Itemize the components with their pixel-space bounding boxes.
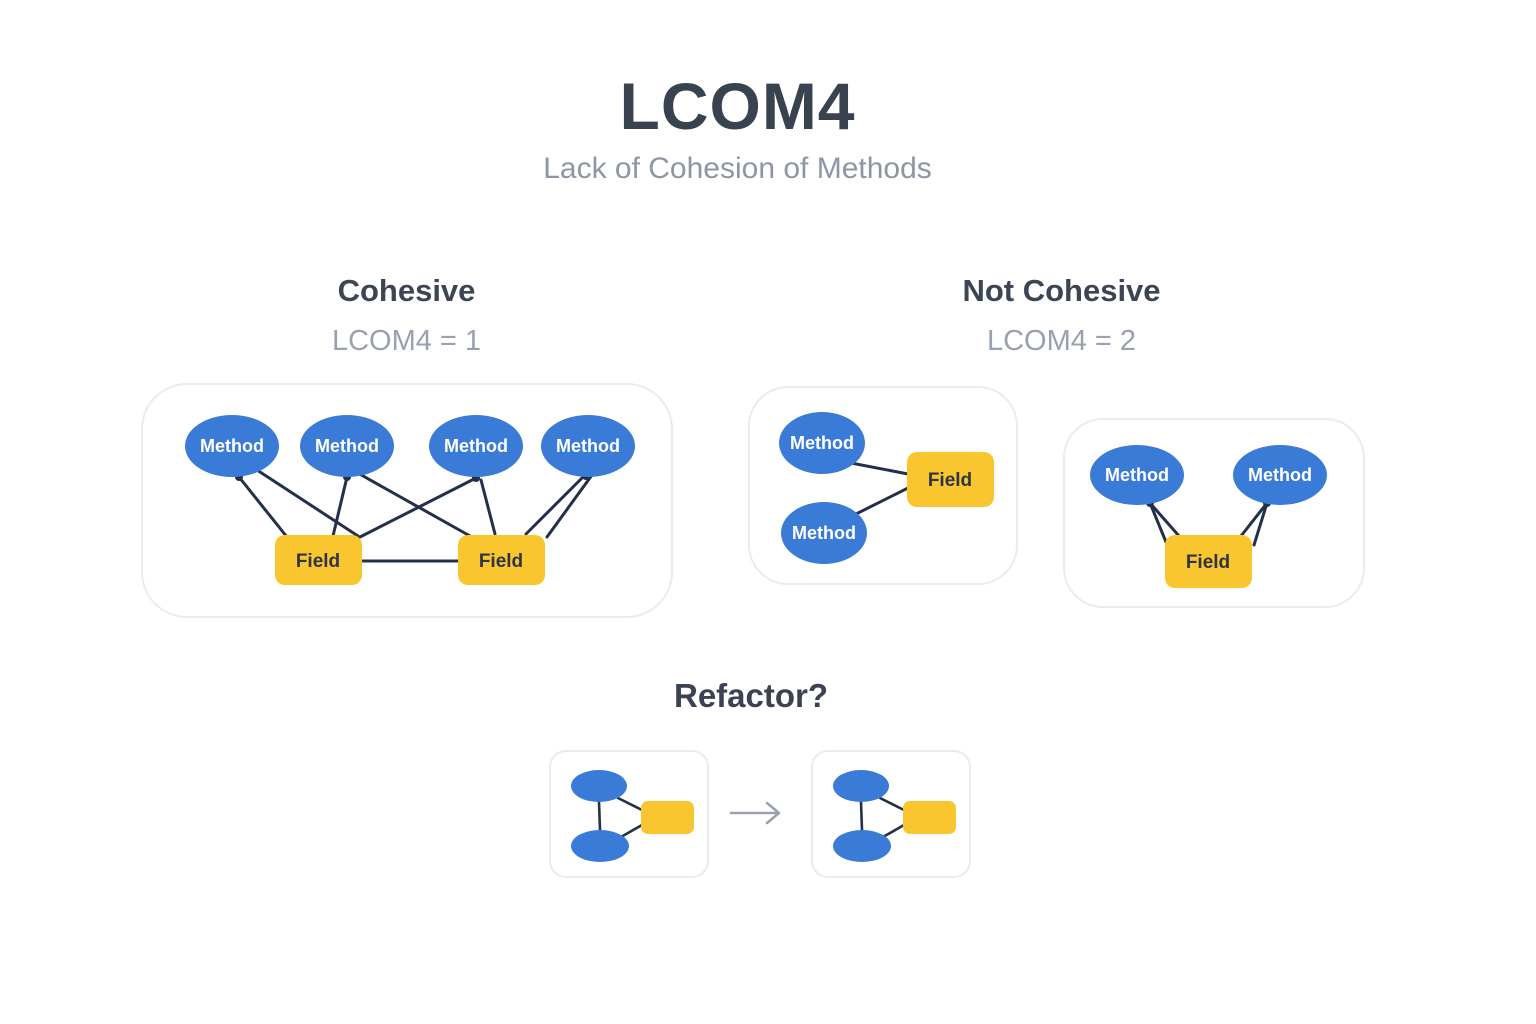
edge-m1-f1-b <box>255 468 360 538</box>
edge-m4-f2-b <box>545 473 594 539</box>
edge-m2-f1 <box>619 823 644 839</box>
not-cohesive-class-b-panel: Method Method Field <box>1063 418 1365 608</box>
field-node <box>903 801 956 834</box>
edge-m4-f2-a <box>524 475 585 536</box>
edge-m2-f2 <box>354 470 472 538</box>
edge-m2-f1 <box>852 486 910 517</box>
method-node <box>1090 445 1184 505</box>
method-node <box>833 770 889 802</box>
field-node <box>1165 535 1252 588</box>
field-label: Field <box>479 551 523 572</box>
method-node <box>1233 445 1327 505</box>
method-label: Method <box>1248 465 1312 485</box>
edge-m1-f1 <box>849 461 910 476</box>
edge-m1-f1-a <box>237 475 289 539</box>
method-label: Method <box>1105 465 1169 485</box>
field-node <box>907 452 994 507</box>
not-cohesive-metric: LCOM4 = 2 <box>986 325 1137 357</box>
edge-m3-f2 <box>479 478 497 536</box>
field-node <box>458 535 545 585</box>
field-node <box>641 801 694 834</box>
method-node <box>833 830 891 862</box>
not-cohesive-class-a-diagram: Method Method Field <box>779 412 994 564</box>
right-arrow-icon <box>729 801 781 825</box>
method-node <box>571 830 629 862</box>
method-node <box>541 415 635 477</box>
field-label: Field <box>296 551 340 572</box>
edge-m3-f1 <box>358 476 478 539</box>
edge-m2-f1-a <box>1239 501 1269 538</box>
edge-m1-m2 <box>859 800 864 832</box>
method-label: Method <box>790 433 854 453</box>
refactor-before-panel <box>549 750 709 878</box>
method-node <box>300 415 394 477</box>
method-label: Method <box>556 436 620 456</box>
method-node <box>781 502 867 564</box>
not-cohesive-heading: Not Cohesive <box>962 273 1161 308</box>
method-label: Method <box>444 436 508 456</box>
right-arrow-path <box>729 801 781 825</box>
field-label: Field <box>928 470 972 491</box>
method-label: Method <box>792 523 856 543</box>
refactor-before-diagram <box>571 770 694 862</box>
edge-m1-f1-a <box>1148 501 1181 538</box>
edge-m2-f1 <box>881 823 906 839</box>
page-title: LCOM4 <box>619 69 856 143</box>
not-cohesive-class-a-panel: Method Method Field <box>748 386 1018 585</box>
edge-m1-f1 <box>616 796 644 812</box>
refactor-after-panel <box>811 750 971 878</box>
method-label: Method <box>200 436 264 456</box>
edge-m1-f1-b <box>1148 501 1168 544</box>
edge-m2-f1 <box>331 475 349 538</box>
cohesive-metric: LCOM4 = 1 <box>331 325 482 357</box>
refactor-heading: Refactor? <box>673 677 829 714</box>
edge-m2-f1-b <box>1252 501 1269 547</box>
cohesive-class-diagram: Method Method Method Method Field Field <box>185 415 635 585</box>
field-label: Field <box>1186 552 1230 573</box>
cohesive-heading: Cohesive <box>337 273 476 308</box>
refactor-arrow <box>729 800 785 826</box>
refactor-after-diagram <box>833 770 956 862</box>
field-node <box>275 535 362 585</box>
edge-m1-f1 <box>878 796 906 812</box>
method-node <box>779 412 865 474</box>
cohesive-class-panel: Method Method Method Method Field Field <box>141 383 673 618</box>
edge-m1-m2 <box>597 800 602 832</box>
method-label: Method <box>315 436 379 456</box>
method-node <box>429 415 523 477</box>
not-cohesive-class-b-diagram: Method Method Field <box>1090 445 1327 588</box>
method-node <box>571 770 627 802</box>
method-node <box>185 415 279 477</box>
page-subtitle: Lack of Cohesion of Methods <box>543 152 932 185</box>
